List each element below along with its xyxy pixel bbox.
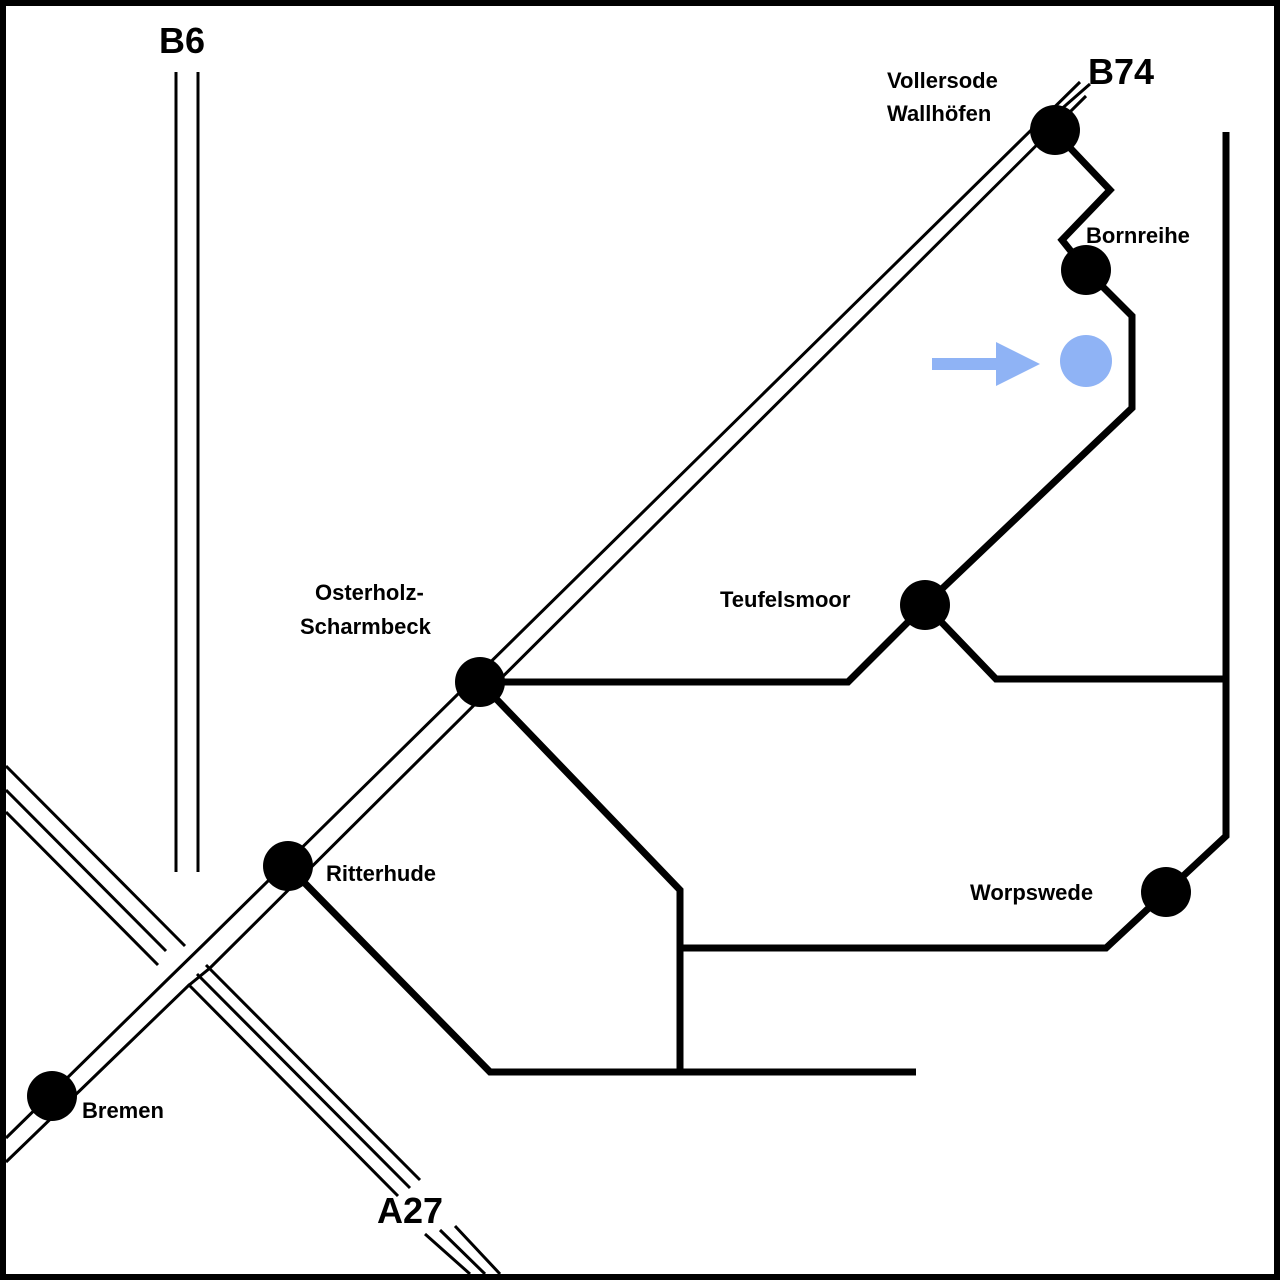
road-label-a27: A27 xyxy=(377,1190,443,1231)
town-dot-worpswede xyxy=(1141,867,1191,917)
town-dot-vollersode xyxy=(1030,105,1080,155)
road-label-b74: B74 xyxy=(1088,51,1154,92)
road-label-b6: B6 xyxy=(159,20,205,61)
location-marker xyxy=(932,335,1112,387)
town-label-bremen: Bremen xyxy=(82,1098,164,1123)
town-label-worpswede: Worpswede xyxy=(970,880,1093,905)
town-label-vollersode: Vollersode xyxy=(887,68,998,93)
town-label-bornreihe: Bornreihe xyxy=(1086,223,1190,248)
town-dot-teufelsmoor xyxy=(900,580,950,630)
town-label-wallhoefen: Wallhöfen xyxy=(887,101,991,126)
map-canvas: B6 B74 A27 Vollersode Wallhöfen Bornreih… xyxy=(6,20,1230,1274)
arrow-icon xyxy=(932,342,1040,386)
b6-highway xyxy=(174,72,200,872)
town-dot-ritterhude xyxy=(263,841,313,891)
town-dot-osterholz xyxy=(455,657,505,707)
a27-motorway xyxy=(6,764,502,1274)
town-dots xyxy=(27,105,1191,1121)
town-label-osterholz: Osterholz- xyxy=(315,580,424,605)
town-label-teufelsmoor: Teufelsmoor xyxy=(720,587,851,612)
town-label-ritterhude: Ritterhude xyxy=(326,861,436,886)
town-label-scharmbeck: Scharmbeck xyxy=(300,614,432,639)
location-dot xyxy=(1060,335,1112,387)
town-dot-bornreihe xyxy=(1061,245,1111,295)
town-dot-bremen xyxy=(27,1071,77,1121)
